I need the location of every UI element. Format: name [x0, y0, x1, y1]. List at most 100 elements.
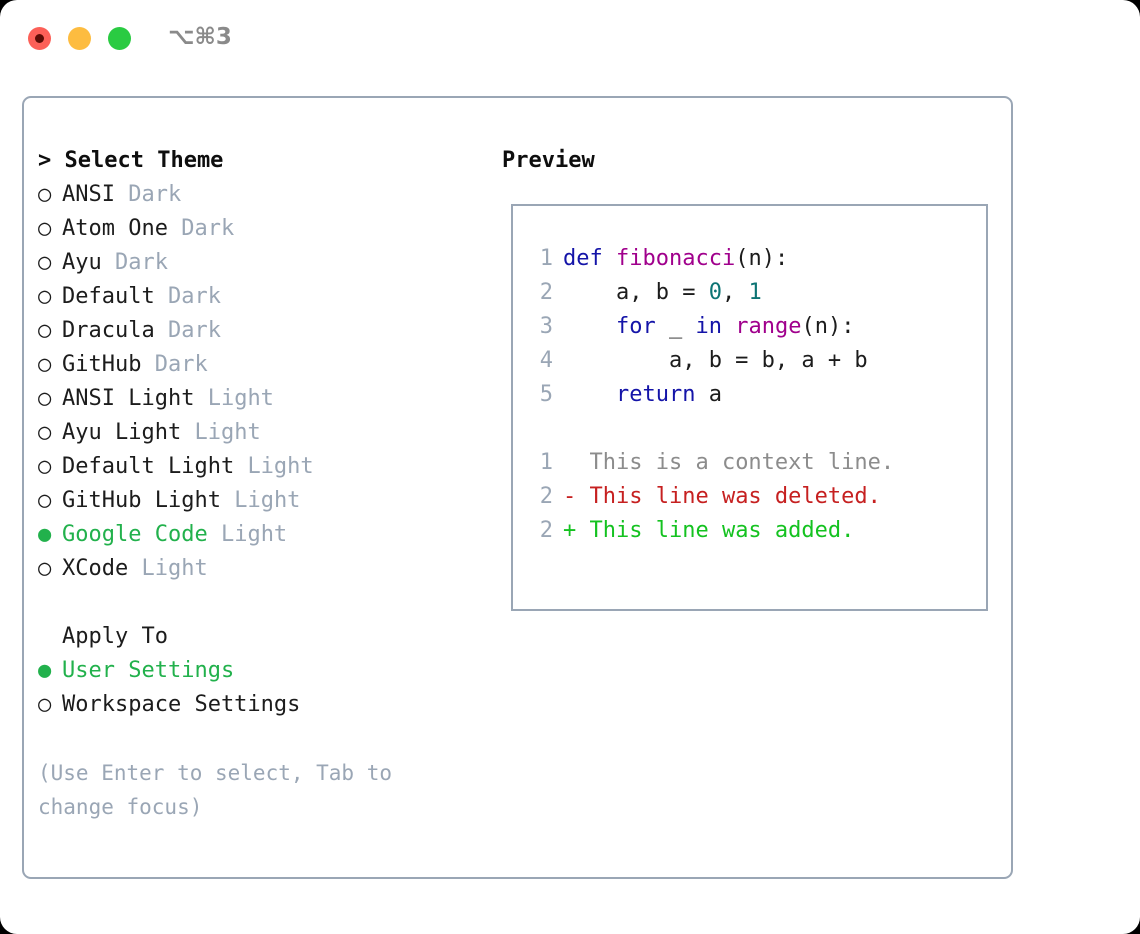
code-token	[563, 382, 616, 407]
theme-option-gap	[194, 386, 207, 411]
line-number: 4	[539, 348, 553, 373]
theme-option-label: Default	[62, 284, 155, 309]
list-spacer	[38, 586, 498, 620]
radio-unselected-icon: ○	[38, 420, 52, 445]
radio-unselected-icon: ○	[38, 488, 52, 513]
diff-marker	[563, 450, 576, 475]
theme-option-tag: Light	[141, 556, 208, 581]
theme-option-gap	[115, 182, 128, 207]
theme-option-gap	[208, 522, 221, 547]
title-bar: ⌥⌘3	[0, 0, 1140, 76]
code-token: 0	[708, 280, 722, 305]
theme-option-gap	[128, 556, 141, 581]
line-number: 2	[539, 518, 553, 543]
radio-unselected-icon: ○	[38, 284, 52, 309]
theme-option-tag: Dark	[115, 250, 168, 275]
preview-title: Preview	[502, 148, 595, 173]
code-line: 5 return a	[527, 378, 980, 412]
theme-option-tag: Light	[194, 420, 261, 445]
apply-to-option-user-settings[interactable]: ● User Settings	[38, 654, 498, 688]
line-number: 2	[539, 280, 553, 305]
theme-option-label: Dracula	[62, 318, 155, 343]
theme-option-gap	[155, 284, 168, 309]
code-token: _	[655, 314, 696, 339]
theme-option-google-code[interactable]: ● Google Code Light	[38, 518, 498, 552]
theme-option-label: Ayu	[62, 250, 102, 275]
diff-text: This line was added.	[576, 518, 855, 543]
diff-line-context: 1 This is a context line.	[527, 446, 980, 480]
code-token: def	[563, 246, 616, 271]
theme-option-ayu-light[interactable]: ○ Ayu Light Light	[38, 416, 498, 450]
diff-marker: +	[563, 518, 577, 543]
theme-option-tag: Light	[207, 386, 274, 411]
code-token: return	[615, 382, 696, 407]
theme-option-ansi[interactable]: ○ ANSI Dark	[38, 178, 498, 212]
close-button[interactable]	[28, 27, 51, 50]
theme-option-gap	[221, 488, 234, 513]
theme-option-tag: Dark	[154, 352, 208, 377]
radio-unselected-icon: ○	[38, 318, 52, 343]
hint-spacer	[38, 722, 498, 756]
theme-option-label: GitHub	[62, 352, 142, 377]
radio-selected-icon: ●	[38, 522, 52, 547]
apply-to-header: Apply To	[38, 620, 498, 654]
theme-list[interactable]: ○ANSI Dark○Atom One Dark○Ayu Dark○Defaul…	[38, 178, 498, 586]
apply-to-option-label: User Settings	[62, 658, 235, 683]
apply-to-header-indent	[38, 620, 62, 654]
code-token: 1	[748, 280, 762, 305]
theme-picker-card: > Select Theme ○ANSI Dark○Atom One Dark○…	[22, 96, 1013, 879]
theme-option-ansi-light[interactable]: ○ANSI Light Light	[38, 382, 498, 416]
theme-option-atom-one[interactable]: ○Atom One Dark	[38, 212, 498, 246]
select-theme-header: > Select Theme	[38, 148, 224, 173]
maximize-button[interactable]	[108, 27, 131, 50]
code-token: range	[735, 314, 802, 339]
theme-option-dracula[interactable]: ○ Dracula Dark	[38, 314, 498, 348]
theme-option-ayu[interactable]: ○Ayu Dark	[38, 246, 498, 280]
theme-option-xcode[interactable]: ○XCode Light	[38, 552, 498, 586]
keyboard-hint: (Use Enter to select, Tab to change focu…	[38, 761, 405, 819]
radio-unselected-icon: ○	[38, 182, 52, 207]
theme-option-tag: Light	[220, 522, 288, 547]
code-line: 4 a, b = b, a + b	[527, 344, 980, 378]
theme-option-github[interactable]: ○ GitHub Dark	[38, 348, 498, 382]
theme-option-tag: Dark	[128, 182, 182, 207]
code-token	[563, 314, 616, 339]
theme-option-tag: Dark	[167, 318, 221, 343]
theme-option-github-light[interactable]: ○GitHub Light Light	[38, 484, 498, 518]
theme-option-label: ANSI	[62, 182, 115, 207]
apply-to-list[interactable]: ● User Settings ○Workspace Settings	[38, 654, 498, 722]
radio-selected-icon: ●	[38, 658, 52, 683]
radio-unselected-icon: ○	[38, 352, 52, 377]
diff-marker: -	[563, 484, 577, 509]
code-token: (n):	[735, 246, 789, 271]
theme-option-label: Google Code	[62, 522, 208, 547]
code-token: a	[695, 382, 722, 407]
radio-unselected-icon: ○	[38, 454, 52, 479]
theme-option-label: Default Light	[62, 454, 235, 479]
code-token: a, b = b, a + b	[563, 348, 868, 373]
theme-selection-column: > Select Theme ○ANSI Dark○Atom One Dark○…	[38, 144, 498, 824]
theme-option-label: Ayu Light	[62, 420, 182, 445]
theme-option-default-light[interactable]: ○ Default Light Light	[38, 450, 498, 484]
line-number: 3	[539, 314, 553, 339]
theme-option-label: Atom One	[62, 216, 168, 241]
theme-option-tag: Light	[247, 454, 314, 479]
theme-option-gap	[141, 352, 154, 377]
diff-text: This is a context line.	[576, 450, 895, 475]
apply-to-option-workspace-settings[interactable]: ○Workspace Settings	[38, 688, 498, 722]
apply-to-option-label: Workspace Settings	[62, 692, 301, 717]
minimize-button[interactable]	[68, 27, 91, 50]
theme-option-tag: Dark	[181, 216, 235, 241]
theme-option-label: GitHub Light	[62, 488, 221, 513]
code-token: in	[695, 314, 722, 339]
diff-text: This line was deleted.	[576, 484, 881, 509]
theme-option-default[interactable]: ○Default Dark	[38, 280, 498, 314]
code-token: a, b =	[563, 280, 709, 305]
diff-sample: 1 This is a context line. 2- This line wa…	[527, 446, 980, 548]
radio-unselected-icon: ○	[38, 386, 52, 411]
radio-unselected-icon: ○	[38, 556, 52, 581]
